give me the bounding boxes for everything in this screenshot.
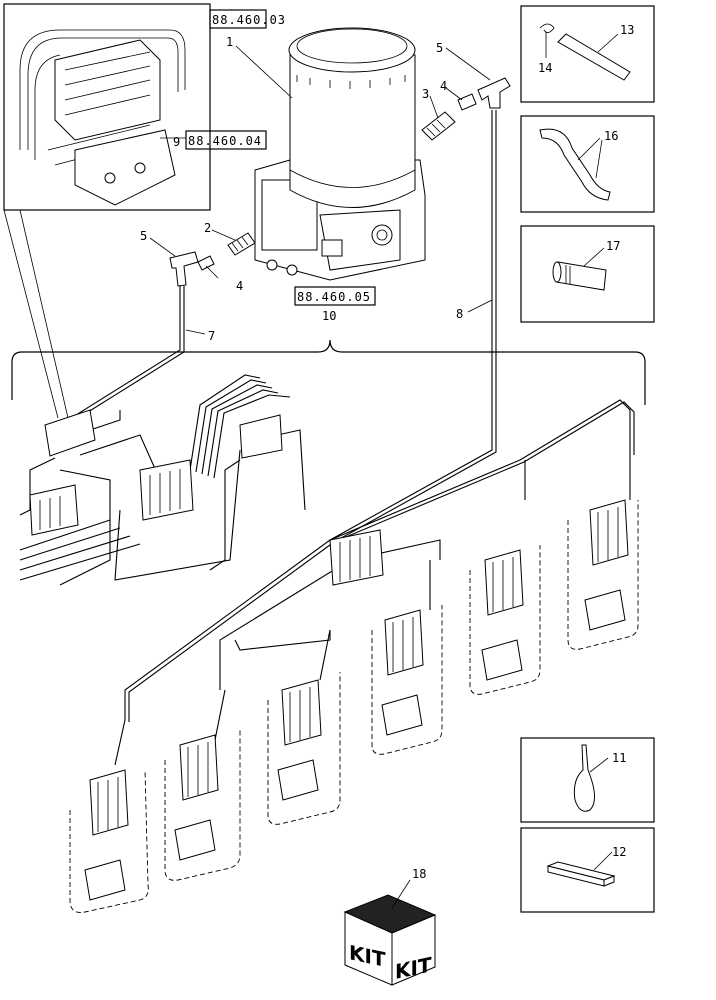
callout-4-right: 4 bbox=[440, 79, 447, 93]
branch-line-g bbox=[214, 689, 226, 741]
grease-pump bbox=[254, 27, 426, 281]
distributor-group-2 bbox=[164, 730, 241, 881]
pipe-7-edge bbox=[71, 286, 185, 423]
callout-4-left: 4 bbox=[236, 279, 243, 293]
callout-16: 16 bbox=[604, 129, 618, 143]
box-part-12 bbox=[520, 827, 655, 913]
pipe-8-edge bbox=[333, 110, 497, 543]
callout-14: 14 bbox=[538, 61, 552, 75]
tee-5-left bbox=[169, 251, 199, 287]
pipe-8 bbox=[329, 110, 493, 541]
ref-box-pump-base: 88.460.05 bbox=[294, 286, 376, 306]
branch-line-h bbox=[114, 719, 126, 766]
ref-valve-label: 88.460.04 bbox=[188, 134, 262, 148]
box-parts-13-14 bbox=[520, 5, 655, 103]
upper-left-distribution bbox=[19, 374, 306, 586]
callout-3: 3 bbox=[422, 87, 429, 101]
bracket-10 bbox=[11, 339, 646, 405]
callout-8: 8 bbox=[456, 307, 463, 321]
fitting-4-left bbox=[197, 255, 215, 271]
inset-valve-detail bbox=[3, 3, 211, 211]
distributor-group-1 bbox=[69, 769, 149, 913]
callout-10: 10 bbox=[322, 309, 336, 323]
callout-1: 1 bbox=[226, 35, 233, 49]
ref-box-valve: 88.460.04 bbox=[185, 130, 267, 150]
main-line-a bbox=[124, 399, 631, 720]
ref-box-top: 88.460.03 bbox=[209, 9, 286, 29]
fitting-4-right bbox=[457, 93, 477, 111]
leader-line bbox=[19, 209, 69, 419]
fitting-2 bbox=[227, 232, 256, 256]
callout-5-left: 5 bbox=[140, 229, 147, 243]
box-part-16 bbox=[520, 115, 655, 213]
box-part-17 bbox=[520, 225, 655, 323]
kit-box: KIT KIT bbox=[343, 879, 437, 986]
distributor-group-4 bbox=[371, 605, 443, 755]
distributor-group-5 bbox=[469, 545, 541, 695]
callout-12: 12 bbox=[612, 845, 626, 859]
callout-18: 18 bbox=[412, 867, 426, 881]
central-manifold bbox=[329, 529, 384, 586]
leader-lines bbox=[149, 45, 493, 335]
tee-5-right bbox=[477, 77, 511, 109]
callout-5-right: 5 bbox=[436, 41, 443, 55]
leader-line bbox=[3, 209, 59, 419]
branch-line-f bbox=[319, 629, 331, 681]
ref-pump-base-label: 88.460.05 bbox=[297, 290, 371, 304]
distributor-group-3 bbox=[267, 672, 341, 825]
distributor-group-6 bbox=[567, 499, 639, 650]
fitting-3 bbox=[421, 111, 456, 141]
box-part-11 bbox=[520, 737, 655, 823]
branch-line-b bbox=[234, 630, 331, 651]
callout-13: 13 bbox=[620, 23, 634, 37]
callout-2: 2 bbox=[204, 221, 211, 235]
callout-11: 11 bbox=[612, 751, 626, 765]
main-line-b bbox=[128, 401, 635, 722]
callout-7: 7 bbox=[208, 329, 215, 343]
ref-top-label: 88.460.03 bbox=[212, 13, 286, 27]
callout-9: 9 bbox=[173, 135, 180, 149]
callout-17: 17 bbox=[606, 239, 620, 253]
